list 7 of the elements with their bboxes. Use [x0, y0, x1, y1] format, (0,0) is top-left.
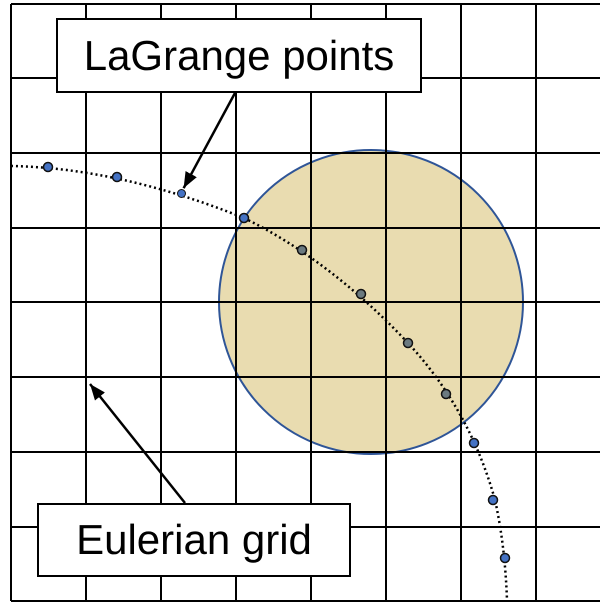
callout-box: [37, 503, 351, 577]
callout-text: LaGrange points: [84, 34, 394, 76]
arrow: [182, 92, 236, 189]
callout-box: [56, 18, 422, 93]
arrow: [89, 383, 186, 504]
lagrange-point-marker: [176, 188, 186, 198]
callout-text: Eulerian grid: [76, 519, 312, 561]
